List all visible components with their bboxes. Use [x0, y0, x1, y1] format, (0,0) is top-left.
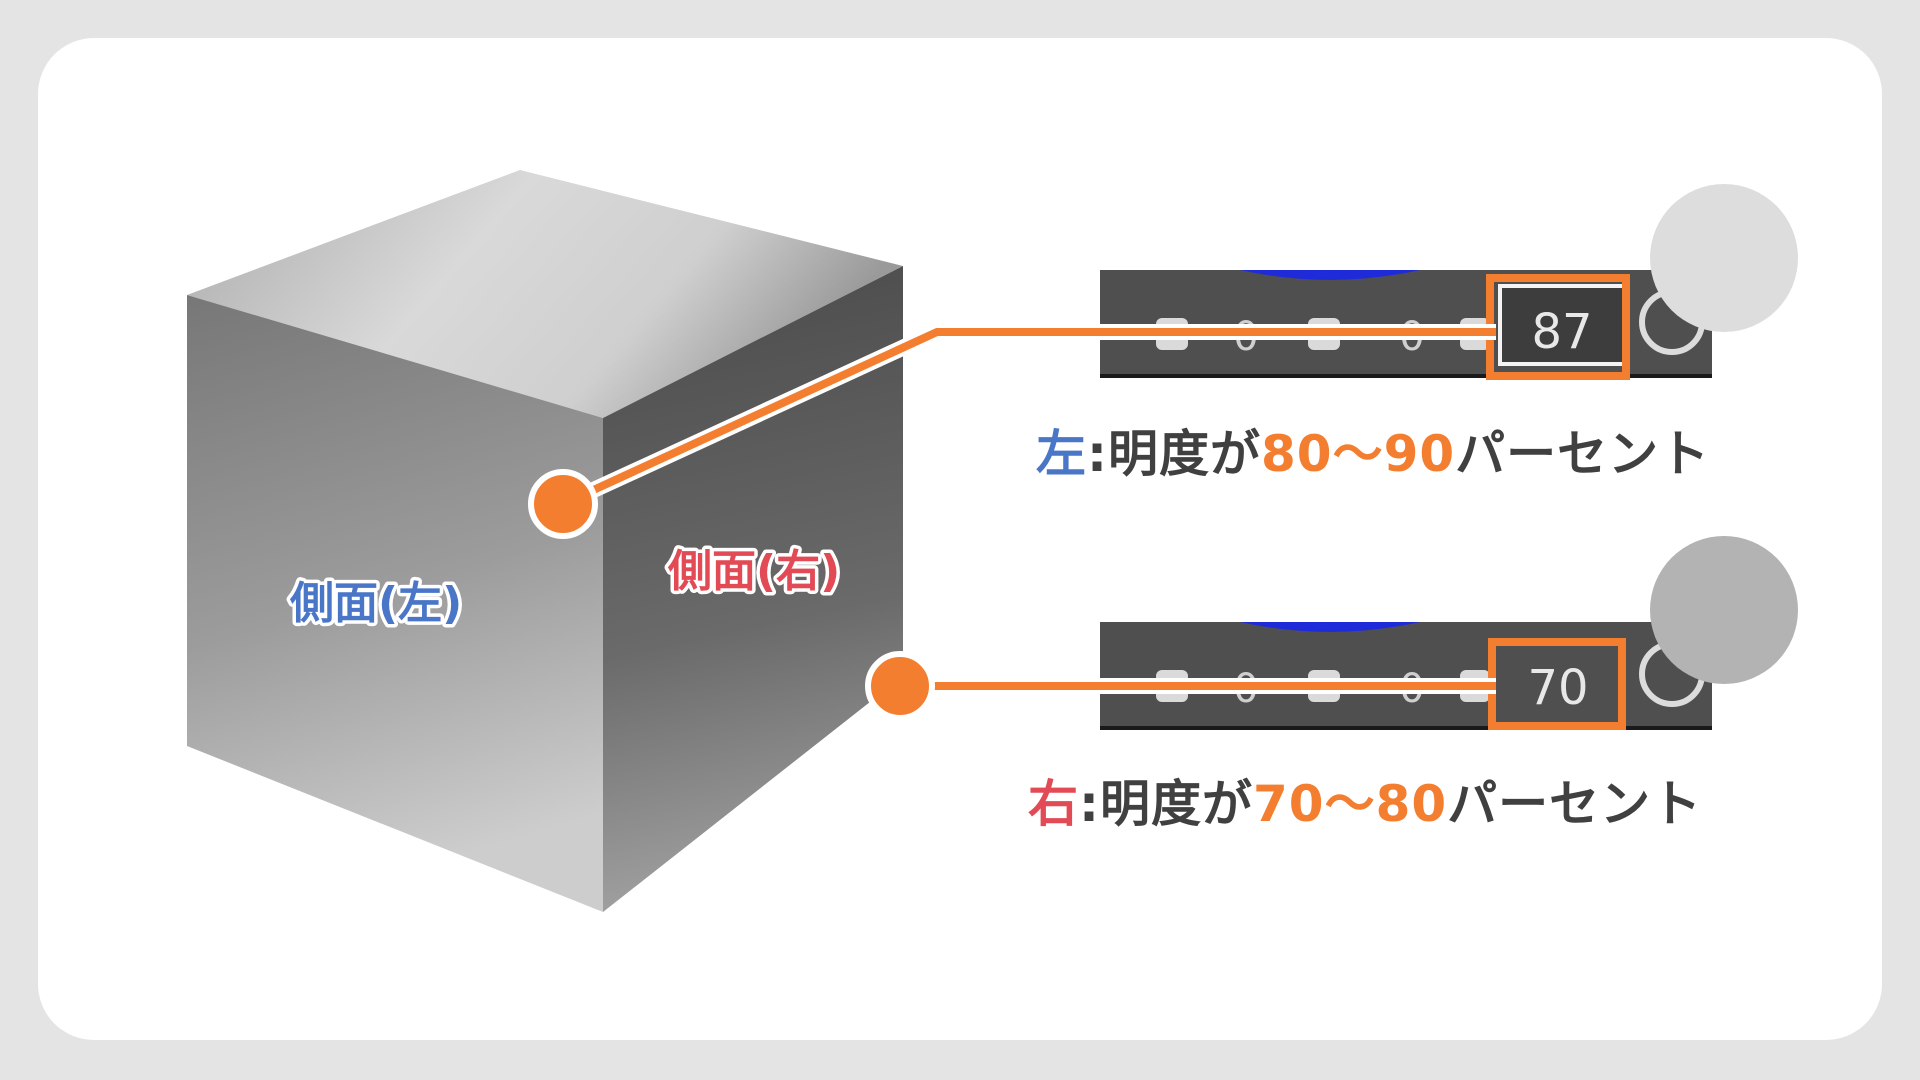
connector-right-face: [865, 651, 1496, 721]
left-face-label: 側面(左): [289, 578, 462, 629]
caption-right-side: 右: [1028, 775, 1079, 833]
panel-2-color-swatch: [1650, 536, 1798, 684]
panel-1-color-swatch: [1650, 184, 1798, 332]
caption-left-face: 左:明度が80〜90パーセント: [1036, 414, 1710, 486]
cube-top-face: [187, 170, 903, 418]
panel-1-value: 87: [1531, 304, 1592, 360]
caption-left-suffix: パーセント: [1455, 425, 1711, 483]
connector-right-dot: [865, 651, 935, 721]
caption-right-range: 70〜80: [1253, 775, 1448, 833]
right-face-label: 側面(右): [667, 546, 840, 597]
connector-left-dot: [528, 469, 598, 539]
cube: [187, 170, 903, 912]
caption-right-middle: :明度が: [1079, 775, 1253, 833]
cube-left-face: [187, 295, 603, 912]
caption-left-side: 左: [1036, 425, 1087, 483]
connector-left-face: [528, 324, 1496, 539]
caption-right-suffix: パーセント: [1447, 775, 1703, 833]
color-wheel-arc-1: [1240, 270, 1420, 280]
brightness-panel-2: 0 0 70: [1100, 622, 1712, 730]
caption-left-range: 80〜90: [1261, 425, 1456, 483]
caption-right-face: 右:明度が70〜80パーセント: [1028, 764, 1702, 836]
panel-2-value: 70: [1527, 660, 1588, 716]
caption-left-middle: :明度が: [1087, 425, 1261, 483]
cube-right-face: [603, 266, 903, 912]
color-wheel-arc-2: [1240, 622, 1420, 632]
